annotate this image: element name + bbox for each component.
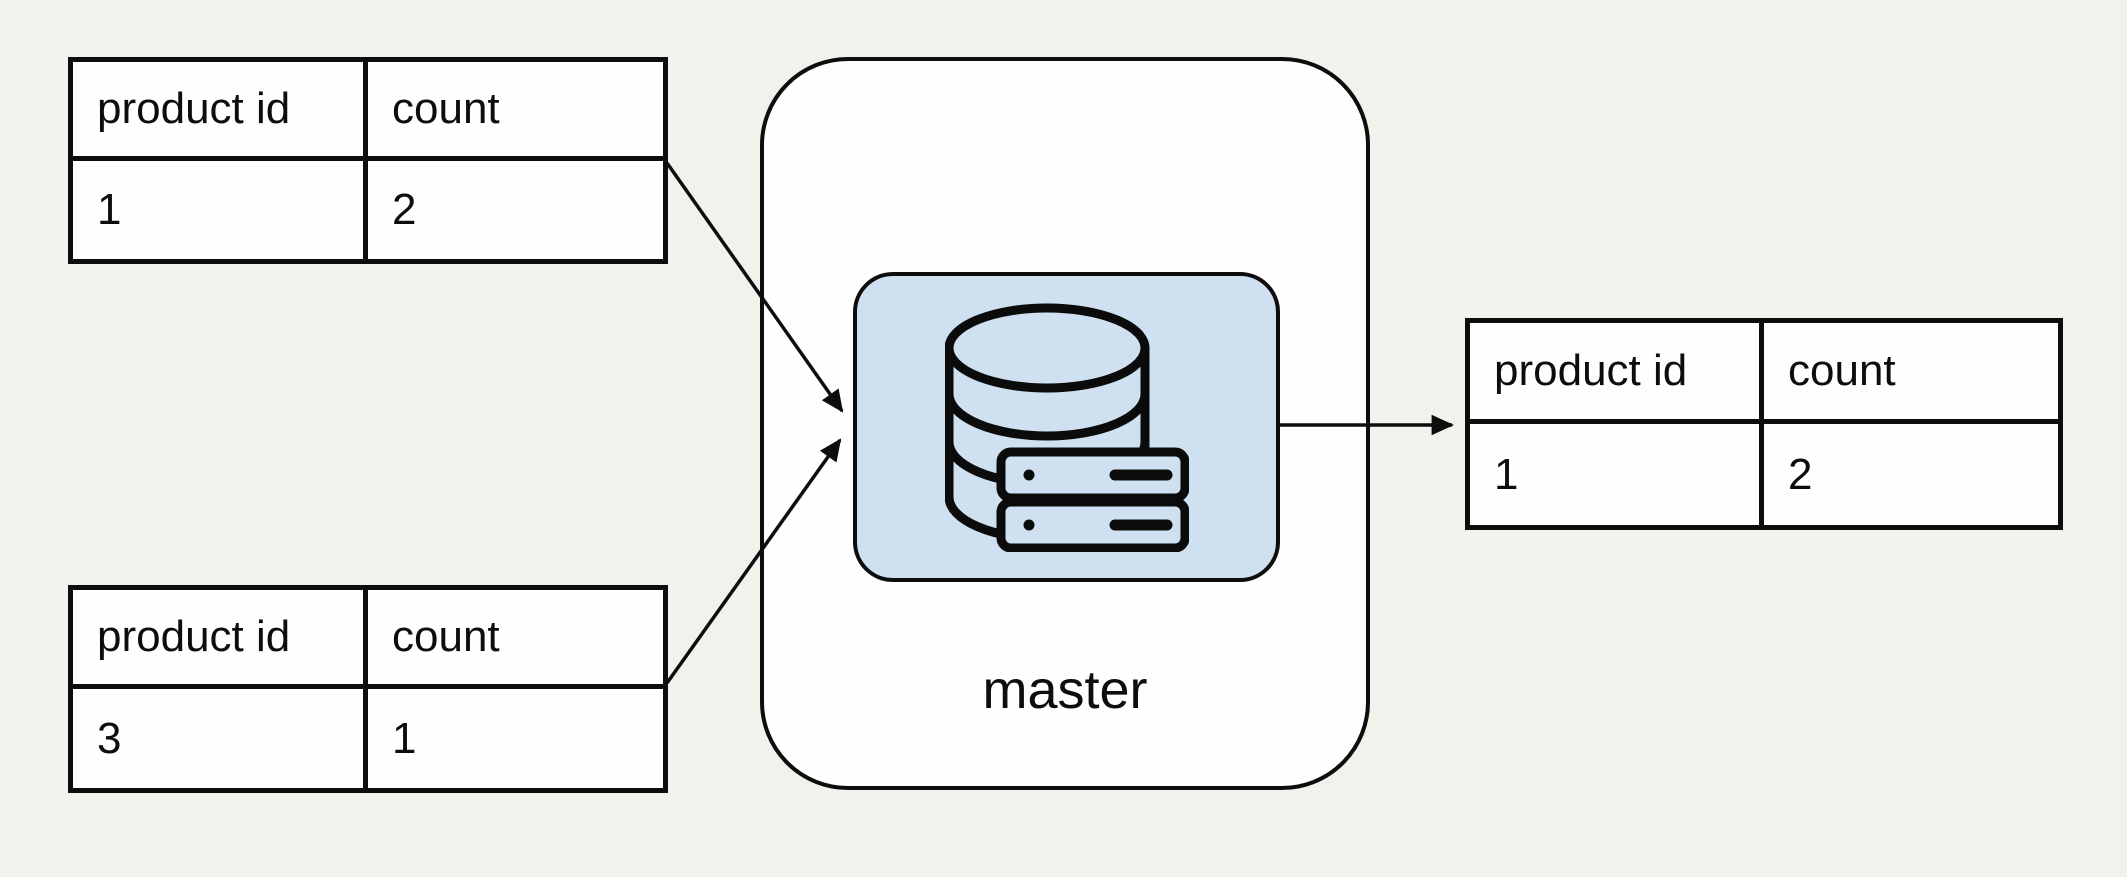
input-table-2-header-count: count [368, 590, 663, 689]
input-table-1-cell-count: 2 [368, 160, 663, 259]
output-table-header-product-id: product id [1470, 323, 1764, 424]
input-table-2-cell-count: 1 [368, 689, 663, 788]
master-label: master [982, 660, 1148, 720]
database-icon-box [853, 272, 1280, 582]
master-node: master [760, 57, 1370, 790]
output-table: product id count 1 2 [1465, 318, 2063, 530]
input-table-1-header-count: count [368, 62, 663, 161]
database-server-icon [944, 303, 1189, 552]
input-table-1-header-product-id: product id [73, 62, 368, 161]
output-table-header-count: count [1764, 323, 2058, 424]
output-table-cell-count: 2 [1764, 424, 2058, 525]
input-table-2-cell-product-id: 3 [73, 689, 368, 788]
input-table-1: product id count 1 2 [68, 57, 668, 264]
output-table-cell-product-id: 1 [1470, 424, 1764, 525]
input-table-2-header-product-id: product id [73, 590, 368, 689]
input-table-1-cell-product-id: 1 [73, 160, 368, 259]
input-table-2: product id count 3 1 [68, 585, 668, 793]
